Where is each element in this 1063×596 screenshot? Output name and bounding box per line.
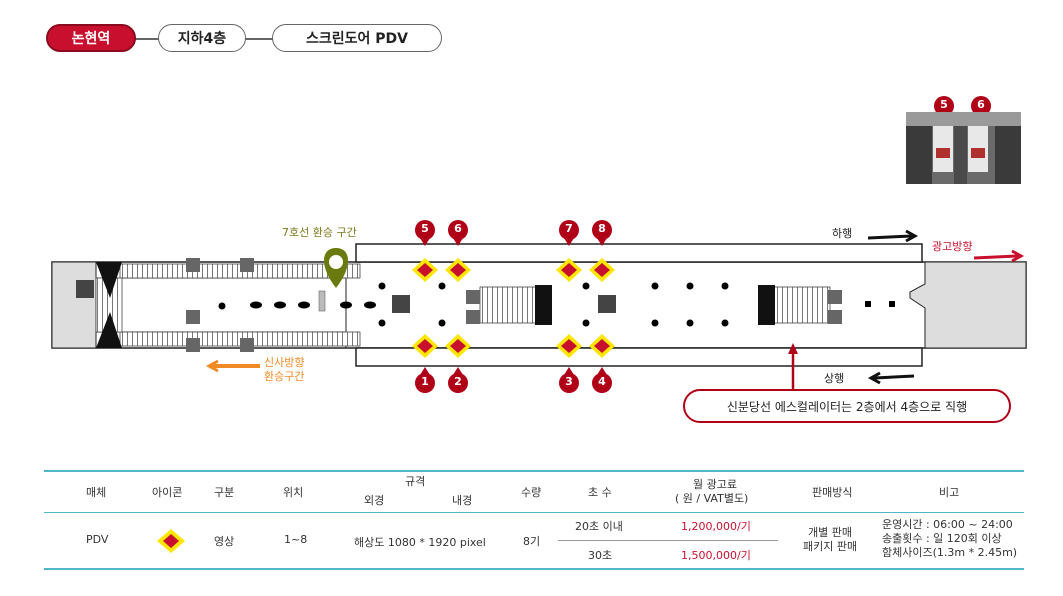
header-sale-method: 판매방식 [812, 486, 853, 499]
pdv-photo-thumbnail [906, 112, 1021, 184]
callout-pointer [788, 343, 798, 390]
escalator-icons [186, 258, 842, 352]
pdv-number-pin [448, 220, 468, 246]
ad-direction-arrow [973, 249, 1025, 263]
cell-sale-method-2: 패키지 판매 [803, 540, 858, 553]
pdv-number-label: 8 [598, 222, 606, 235]
escalator-center [479, 285, 552, 325]
pdv-number-pin [559, 220, 579, 246]
down-direction-arrow [867, 229, 919, 243]
pdv-number-pin [415, 220, 435, 246]
sinsa-direction-arrow [205, 359, 260, 373]
sinsa-direction-line1: 신사방향 [264, 356, 305, 369]
escalator-right [758, 285, 831, 325]
transfer-location-pin [318, 248, 348, 312]
table-header-divider [44, 512, 1024, 513]
pdv-diamond-marker [445, 334, 471, 358]
sinsa-direction-label: 신사방향 환승구간 [264, 356, 304, 384]
header-quantity: 수량 [521, 486, 542, 499]
escalator-left-diagonal [95, 262, 123, 348]
up-direction-arrow [867, 371, 915, 385]
header-category: 구분 [214, 486, 235, 499]
station-floor-plan [51, 96, 1027, 393]
pdv-number-label: 5 [940, 98, 948, 111]
pdv-diamond-marker [556, 258, 582, 282]
cell-quantity: 8기 [523, 535, 541, 548]
cell-sale-method: 개별 판매 패키지 판매 [803, 526, 857, 554]
header-seconds: 초 수 [588, 486, 612, 499]
breadcrumb-connector [245, 38, 273, 40]
header-remarks: 비고 [939, 486, 960, 499]
pdv-number-label: 4 [598, 375, 606, 388]
pdv-diamond-marker [412, 334, 438, 358]
header-monthly-fee: 월 광고료 [693, 478, 737, 491]
header-spec: 규격 [405, 475, 426, 488]
cell-seconds-2: 30초 [588, 549, 613, 562]
pdv-number-pin [559, 367, 579, 393]
pdv-diamond-marker [445, 258, 471, 282]
header-media: 매체 [86, 486, 107, 499]
cell-remarks-1: 운영시간 : 06:00 ~ 24:00 [882, 518, 1013, 531]
cell-category: 영상 [214, 535, 235, 548]
pdv-number-label: 3 [565, 375, 573, 388]
seconds-row-divider [558, 540, 778, 541]
pdv-number-label: 1 [421, 375, 429, 388]
cell-spec: 해상도 1080 * 1920 pixel [354, 536, 486, 549]
cell-seconds-1: 20초 이내 [575, 520, 623, 533]
pdv-number-pin [592, 220, 612, 246]
header-spec-inner: 내경 [452, 494, 473, 507]
pdv-diamond-marker [589, 334, 615, 358]
diamond-marker-icon [157, 529, 185, 553]
pdv-markers [412, 96, 991, 393]
pdv-number-pin [592, 367, 612, 393]
cell-fee-1: 1,200,000/기 [681, 520, 751, 533]
cell-remarks-2: 송출횟수 : 일 120회 이상 [882, 532, 1002, 545]
escalator-notice-callout: 신분당선 에스컬레이터는 2층에서 4층으로 직행 [683, 389, 1011, 423]
cell-fee-2: 1,500,000/기 [681, 549, 751, 562]
down-direction-label: 하행 [832, 227, 853, 240]
table-bottom-divider [44, 568, 1024, 570]
breadcrumb-product[interactable]: 스크린도어 PDV [272, 24, 442, 52]
pdv-diamond-marker [556, 334, 582, 358]
up-direction-label: 상행 [824, 372, 845, 385]
pdv-diamond-marker [589, 258, 615, 282]
transfer-line7-label: 7호선 환승 구간 [282, 226, 357, 239]
cell-remarks-3: 함체사이즈(1.3m * 2.45m) [882, 546, 1018, 559]
cell-media: PDV [86, 533, 109, 546]
pdv-number-label: 2 [454, 375, 462, 388]
ad-direction-label: 광고방향 [932, 240, 973, 253]
cell-location: 1~8 [284, 533, 308, 546]
restroom-icon [76, 280, 616, 313]
sinsa-direction-line2: 환승구간 [264, 370, 305, 383]
breadcrumb-station[interactable]: 논현역 [46, 24, 136, 52]
pdv-number-label: 7 [565, 222, 573, 235]
header-spec-outer: 외경 [364, 494, 385, 507]
cell-sale-method-1: 개별 판매 [808, 526, 853, 539]
pdv-diamond-marker [412, 258, 438, 282]
pdv-number-pin [448, 367, 468, 393]
breadcrumb-floor[interactable]: 지하4층 [158, 24, 246, 52]
header-icon: 아이콘 [152, 486, 183, 499]
header-location: 위치 [283, 486, 304, 499]
table-top-divider [44, 470, 1024, 472]
header-monthly-fee-note: ( 원 / VAT별도) [675, 492, 749, 505]
pdv-number-pin [415, 367, 435, 393]
cell-remarks: 운영시간 : 06:00 ~ 24:00 송출횟수 : 일 120회 이상 함체… [882, 518, 1017, 560]
platform-pillars [218, 282, 895, 327]
pdv-number-label: 6 [454, 222, 462, 235]
pdv-number-label: 6 [977, 98, 985, 111]
pdv-number-label: 5 [421, 222, 429, 235]
breadcrumb-connector [134, 38, 160, 40]
